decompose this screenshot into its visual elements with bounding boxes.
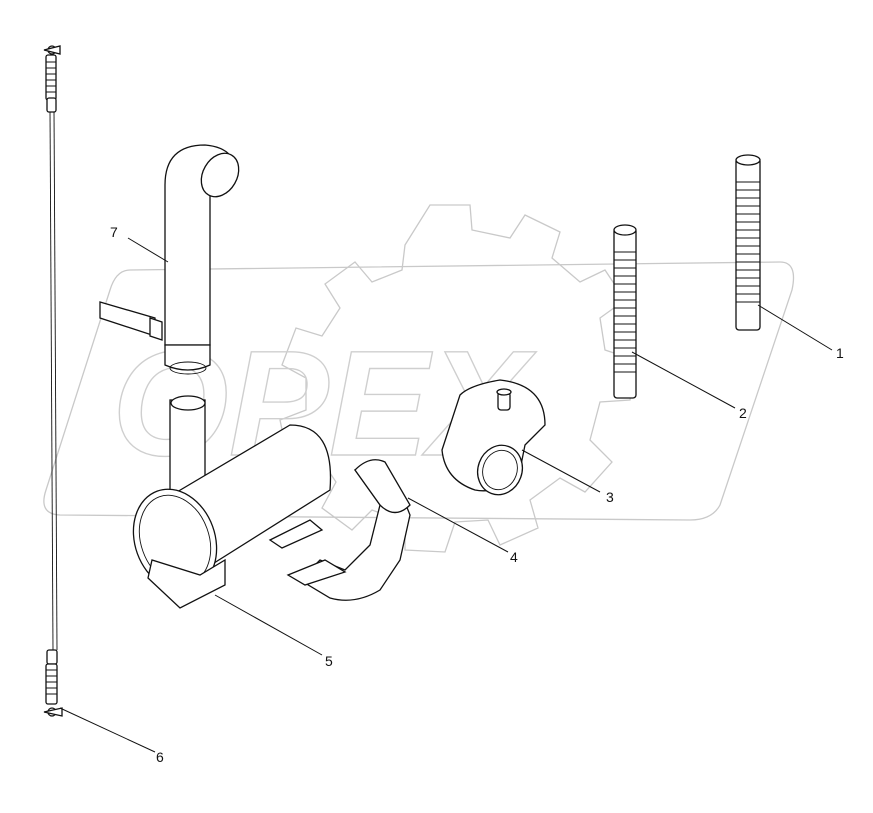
part-6-cable [43, 45, 63, 717]
leader-line-2 [631, 351, 736, 409]
callout-6: 6 [156, 749, 164, 765]
callout-5: 5 [325, 653, 333, 669]
part-1-corrugated-hose [735, 154, 761, 331]
leader-line-7 [127, 237, 169, 263]
leader-lines [59, 237, 833, 753]
part-3-elbow-hose [441, 379, 546, 496]
watermark-gear [279, 204, 636, 553]
part-4-elbow-pipe [286, 459, 411, 601]
part-7-exhaust-pipe [99, 144, 240, 375]
leader-line-3 [521, 449, 601, 493]
leader-line-1 [757, 304, 833, 351]
part-2-corrugated-hose [613, 224, 637, 399]
callout-4: 4 [510, 549, 518, 565]
watermark-badge [43, 261, 795, 521]
part-5-muffler [132, 395, 332, 609]
callout-7: 7 [110, 224, 118, 240]
leader-line-4 [407, 497, 509, 553]
callout-3: 3 [606, 489, 614, 505]
leader-line-6 [59, 707, 156, 753]
callouts: 1 2 3 4 5 6 7 [110, 224, 844, 765]
leader-line-5 [214, 594, 323, 656]
callout-1: 1 [836, 345, 844, 361]
callout-2: 2 [739, 405, 747, 421]
